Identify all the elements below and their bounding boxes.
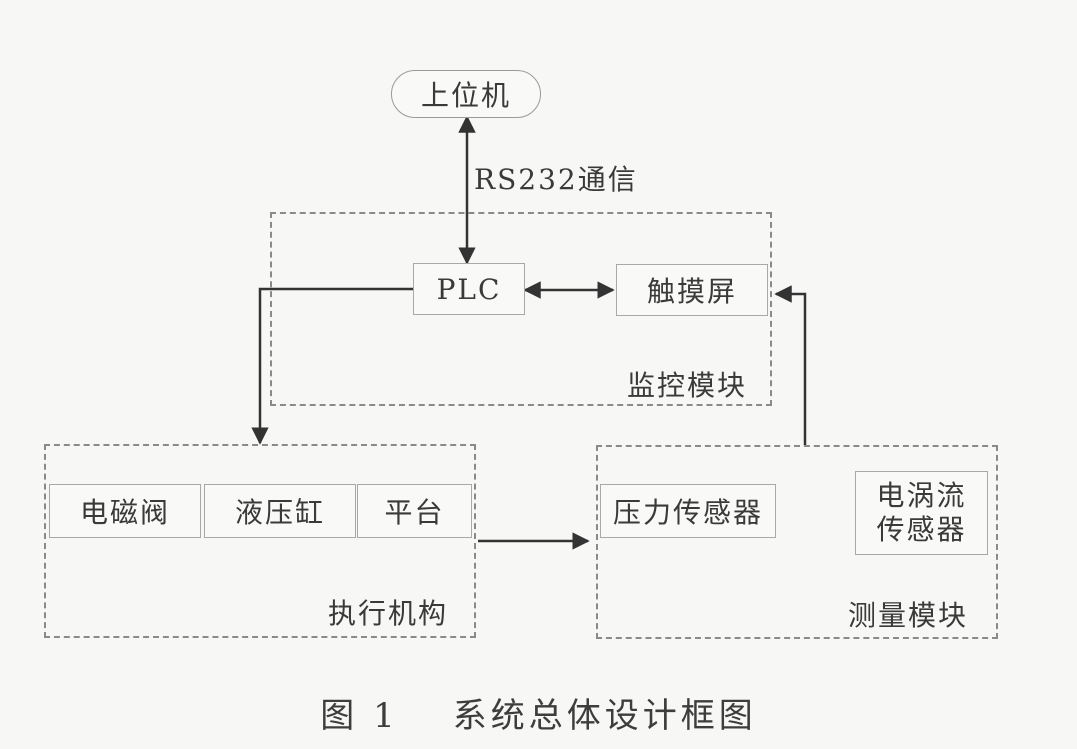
- platform-node: 平台: [357, 484, 472, 538]
- actuator-group-label: 执行机构: [328, 597, 449, 630]
- touchscreen-label: 触摸屏: [646, 275, 737, 308]
- measurement-module-label: 测量模块: [848, 599, 969, 632]
- hydraulic-cylinder-label: 液压缸: [234, 496, 325, 529]
- monitoring-module-label: 监控模块: [627, 369, 748, 402]
- rs232-link-label: RS232通信: [474, 163, 638, 196]
- actuator-group: [44, 444, 476, 638]
- eddy-current-sensor-label-line2: 传感器: [876, 513, 967, 546]
- figure-number: 图 1: [320, 696, 399, 736]
- eddy-current-sensor-label-line1: 电涡流: [876, 479, 967, 512]
- plc-to-actuator-link: [251, 287, 413, 445]
- monitoring-module-group: [270, 212, 772, 406]
- solenoid-valve-label: 电磁阀: [79, 496, 170, 529]
- pressure-sensor-label: 压力传感器: [612, 496, 763, 529]
- pressure-sensor-node: 压力传感器: [600, 484, 776, 538]
- platform-label: 平台: [384, 496, 445, 529]
- plc-label: PLC: [436, 272, 502, 306]
- figure-title: 系统总体设计框图: [452, 696, 757, 736]
- measurement-to-touchscreen-link: [774, 285, 807, 445]
- measurement-module-group: [596, 445, 998, 639]
- touchscreen-node: 触摸屏: [616, 264, 768, 316]
- solenoid-valve-node: 电磁阀: [49, 484, 201, 538]
- host-computer-node: 上位机: [391, 70, 541, 118]
- eddy-current-sensor-node: 电涡流 传感器: [855, 471, 988, 555]
- hydraulic-cylinder-node: 液压缸: [204, 484, 356, 538]
- figure-caption: 图 1 系统总体设计框图: [0, 688, 1077, 737]
- plc-node: PLC: [413, 263, 525, 315]
- host-computer-label: 上位机: [420, 79, 511, 112]
